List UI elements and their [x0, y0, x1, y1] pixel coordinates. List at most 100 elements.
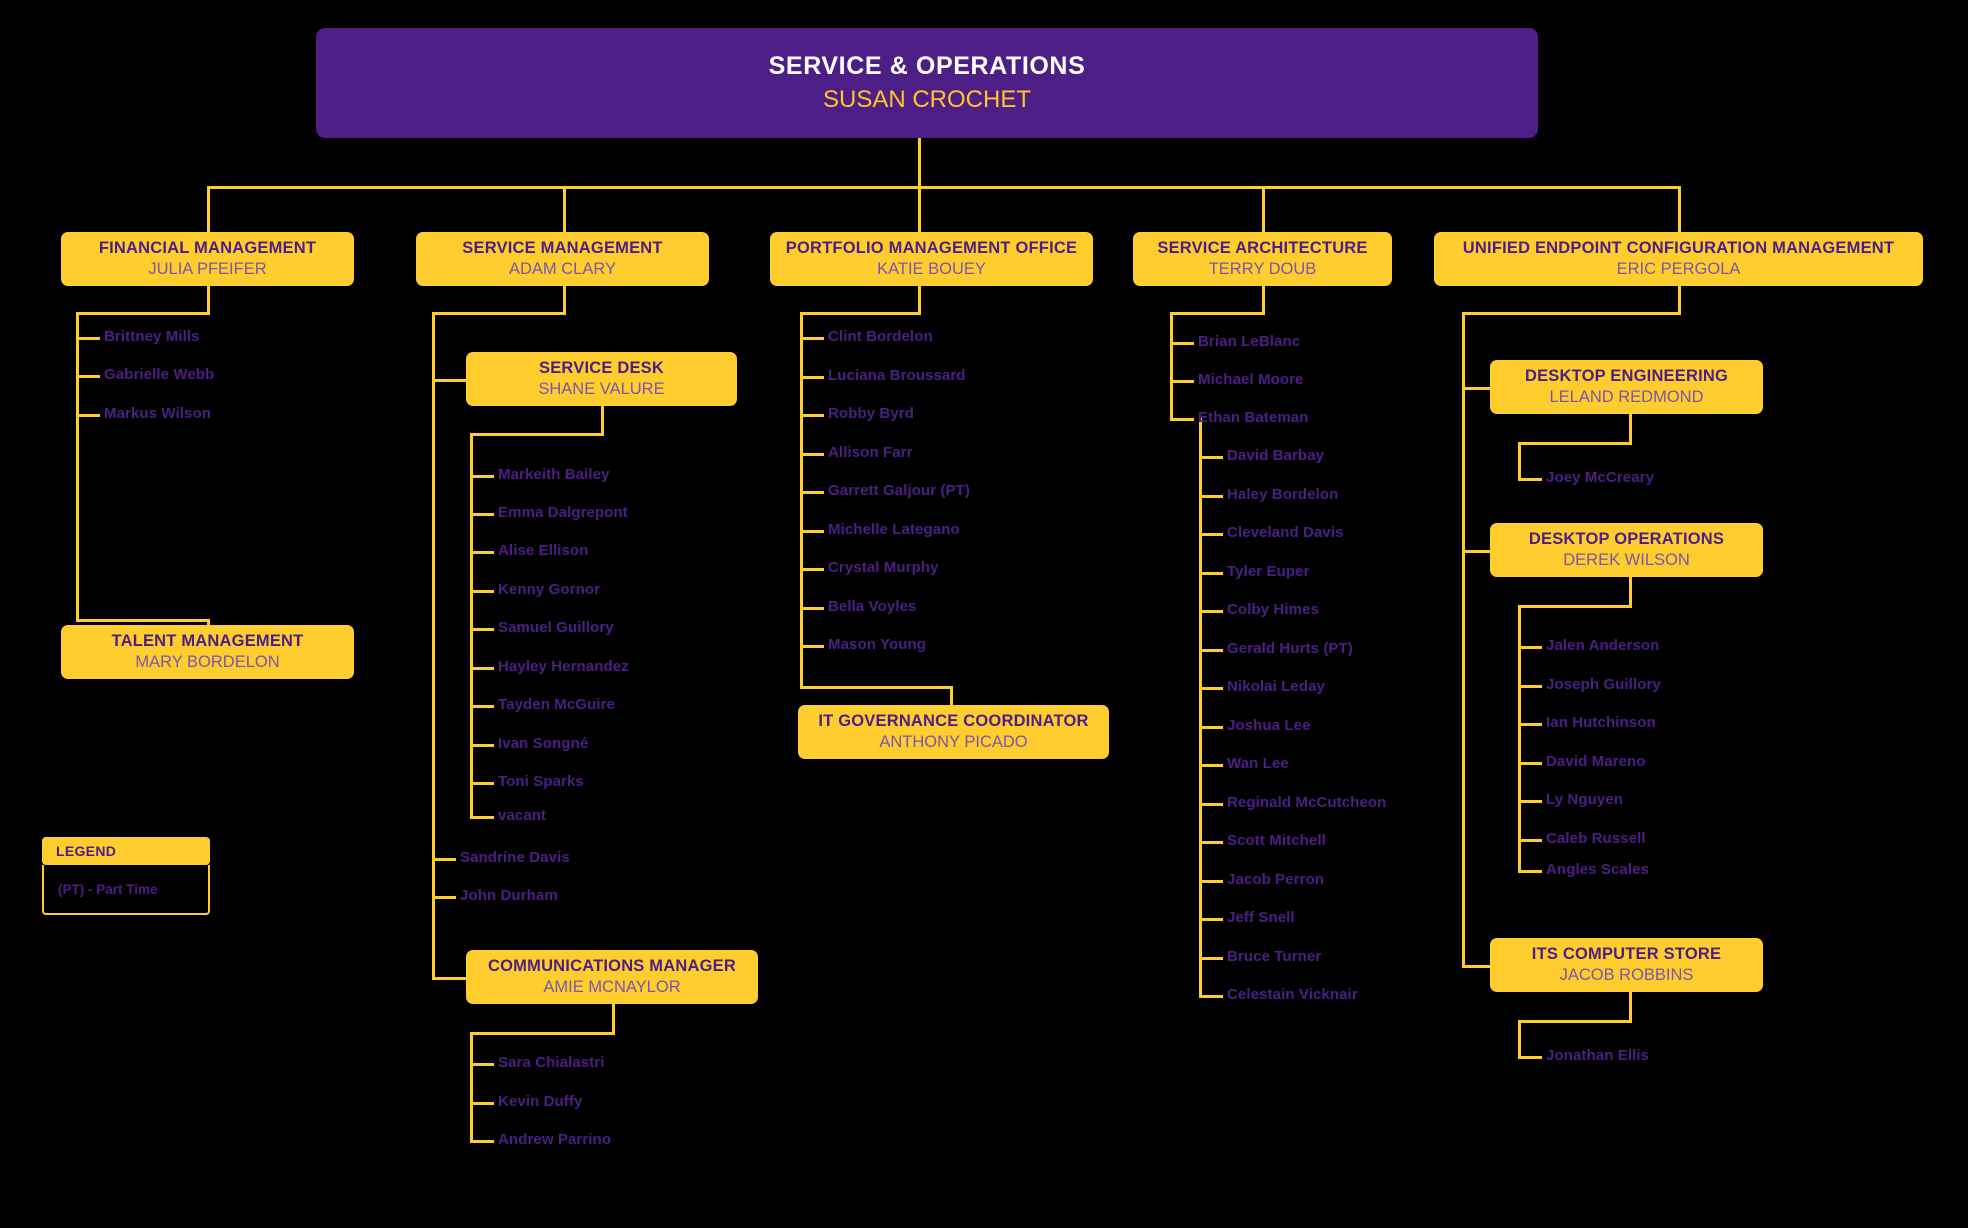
sd-tick-5	[470, 667, 494, 670]
riser-financial-management	[207, 186, 210, 232]
subunit-name: SHANE VALURE	[538, 380, 665, 398]
division-name: JULIA PFEIFER	[148, 260, 267, 278]
root-title: SERVICE & OPERATIONS	[768, 52, 1086, 81]
staff-name: Scott Mitchell	[1227, 832, 1326, 849]
riser-portfolio-management-office	[918, 186, 921, 232]
fm-drop	[207, 286, 210, 312]
subunit-title: IT GOVERNANCE COORDINATOR	[818, 711, 1089, 730]
staff-name: Sara Chialastri	[498, 1054, 605, 1071]
subunit-name: LELAND REDMOND	[1549, 388, 1704, 406]
do-tick-0	[1518, 646, 1542, 649]
eb-tick-3	[1199, 572, 1223, 575]
root-bus-line	[207, 186, 1678, 189]
division-portfolio-management-office[interactable]: PORTFOLIO MANAGEMENT OFFICE KATIE BOUEY	[770, 232, 1093, 286]
staff-name: Nikolai Leday	[1227, 678, 1326, 695]
subunit-title: COMMUNICATIONS MANAGER	[488, 956, 736, 975]
sa-drop	[1262, 286, 1265, 312]
do-tick-5	[1518, 839, 1542, 842]
subunit-its-computer-store[interactable]: ITS COMPUTER STORE JACOB ROBBINS	[1490, 938, 1763, 992]
division-service-management[interactable]: SERVICE MANAGEMENT ADAM CLARY	[416, 232, 709, 286]
eb-tick-6	[1199, 687, 1223, 690]
sd-tick-6	[470, 705, 494, 708]
fm-tick-0	[76, 337, 100, 340]
staff-name: Joseph Guillory	[1546, 676, 1661, 693]
sd-tick-1	[470, 513, 494, 516]
staff-name: Wan Lee	[1227, 755, 1289, 772]
sd-tick-9	[470, 816, 494, 819]
uecm-jog	[1462, 312, 1681, 315]
staff-name: Samuel Guillory	[498, 619, 614, 636]
subunit-desktop-engineering[interactable]: DESKTOP ENGINEERING LELAND REDMOND	[1490, 360, 1763, 414]
subunit-communications-manager[interactable]: COMMUNICATIONS MANAGER AMIE MCNAYLOR	[466, 950, 758, 1004]
sd-tick-2	[470, 551, 494, 554]
staff-name: Clint Bordelon	[828, 328, 933, 345]
pmo-tick-5	[800, 530, 824, 533]
sm-to-service-desk	[432, 379, 468, 382]
it-governance-riser	[950, 686, 953, 716]
staff-name: Ivan Songné	[498, 735, 589, 752]
division-title: SERVICE ARCHITECTURE	[1157, 238, 1368, 257]
sm-tick-0	[432, 858, 456, 861]
staff-name: Jacob Perron	[1227, 871, 1325, 888]
staff-name: Celestain Vicknair	[1227, 986, 1358, 1003]
legend: LEGEND (PT) - Part Time	[42, 837, 210, 915]
staff-name: Kevin Duffy	[498, 1093, 583, 1110]
pmo-jog	[800, 312, 921, 315]
sd-tick-4	[470, 628, 494, 631]
staff-name: Markeith Bailey	[498, 466, 610, 483]
legend-entry-part-time: (PT) - Part Time	[58, 881, 158, 897]
sm-tick-1	[432, 896, 456, 899]
root-name: SUSAN CROCHET	[822, 85, 1032, 113]
do-tick-3	[1518, 762, 1542, 765]
uecm-to-its-computer-store	[1462, 965, 1492, 968]
subunit-name: ANTHONY PICADO	[879, 733, 1028, 751]
staff-name: Colby Himes	[1227, 601, 1319, 618]
subunit-service-desk[interactable]: SERVICE DESK SHANE VALURE	[466, 352, 737, 406]
sd-drop	[601, 406, 604, 433]
sa-tick-0	[1170, 342, 1194, 345]
sa-spine	[1170, 312, 1173, 418]
division-title: UNIFIED ENDPOINT CONFIGURATION MANAGEMEN…	[1462, 238, 1895, 257]
uecm-spine	[1462, 312, 1465, 967]
staff-name: Bella Voyles	[828, 598, 917, 615]
division-service-architecture[interactable]: SERVICE ARCHITECTURE TERRY DOUB	[1133, 232, 1392, 286]
eb-tick-10	[1199, 841, 1223, 844]
staff-name: Crystal Murphy	[828, 559, 939, 576]
subunit-title: SERVICE DESK	[539, 358, 664, 377]
staff-name: Tayden McGuire	[498, 696, 615, 713]
division-financial-management[interactable]: FINANCIAL MANAGEMENT JULIA PFEIFER	[61, 232, 354, 286]
staff-name: Alise Ellison	[498, 542, 589, 559]
pmo-tick-7	[800, 607, 824, 610]
do-tick-1	[1518, 685, 1542, 688]
fm-spine	[76, 312, 79, 622]
subunit-talent-management[interactable]: TALENT MANAGEMENT MARY BORDELON	[61, 625, 354, 679]
staff-name: Markus Wilson	[104, 405, 212, 422]
sd-tick-0	[470, 475, 494, 478]
subunit-it-governance-coordinator[interactable]: IT GOVERNANCE COORDINATOR ANTHONY PICADO	[798, 705, 1109, 759]
eb-tick-4	[1199, 610, 1223, 613]
staff-name: Jalen Anderson	[1546, 637, 1660, 654]
cm-tick-1	[470, 1102, 494, 1105]
ics-spine	[1518, 1020, 1521, 1056]
staff-name: Brian LeBlanc	[1198, 333, 1301, 350]
sm-drop	[563, 286, 566, 312]
do-drop	[1629, 577, 1632, 605]
subunit-name: DEREK WILSON	[1563, 551, 1690, 569]
subunit-title: TALENT MANAGEMENT	[111, 631, 304, 650]
eb-tick-5	[1199, 649, 1223, 652]
division-title: FINANCIAL MANAGEMENT	[98, 238, 317, 257]
de-spine	[1518, 442, 1521, 478]
cm-jog	[470, 1032, 615, 1035]
root-node-service-and-operations[interactable]: SERVICE & OPERATIONS SUSAN CROCHET	[316, 28, 1538, 138]
de-tick-0	[1518, 478, 1542, 481]
pmo-tick-3	[800, 453, 824, 456]
sd-tick-8	[470, 782, 494, 785]
ics-drop	[1629, 992, 1632, 1020]
cm-tick-2	[470, 1140, 494, 1143]
staff-name: Kenny Gornor	[498, 581, 601, 598]
staff-name: Robby Byrd	[828, 405, 915, 422]
staff-name: Angles Scales	[1546, 861, 1650, 878]
staff-name: Jeff Snell	[1227, 909, 1295, 926]
division-unified-endpoint-configuration-management[interactable]: UNIFIED ENDPOINT CONFIGURATION MANAGEMEN…	[1434, 232, 1923, 286]
subunit-desktop-operations[interactable]: DESKTOP OPERATIONS DEREK WILSON	[1490, 523, 1763, 577]
